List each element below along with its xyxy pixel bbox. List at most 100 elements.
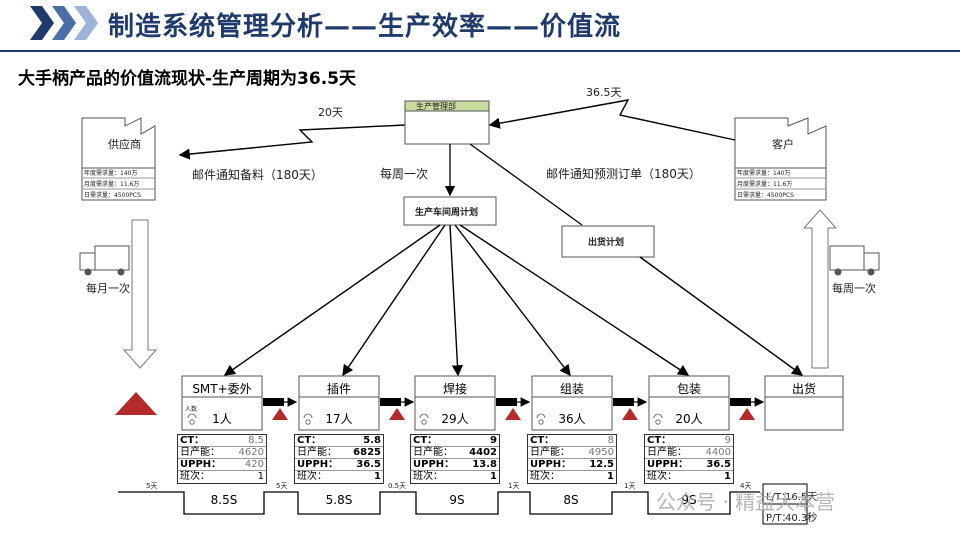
ct-label: CT： bbox=[413, 435, 438, 446]
upph-label: UPPH： bbox=[180, 459, 222, 470]
shift-label: 班次： bbox=[647, 471, 677, 482]
outbound-frequency-label: 每周一次 bbox=[832, 282, 876, 295]
shift-value: 1 bbox=[724, 471, 731, 482]
daily-value: 4400 bbox=[705, 447, 731, 458]
process-name: 包装 bbox=[676, 382, 701, 396]
upph-label: UPPH： bbox=[413, 459, 455, 470]
inbound-shipment-arrow bbox=[122, 219, 158, 369]
process-data-table: CT：5.8 日产能：6825 UPPH：36.5 班次：1 bbox=[294, 434, 384, 484]
shift-label: 班次： bbox=[413, 471, 443, 482]
push-arrows bbox=[263, 397, 765, 420]
customer-factory-icon bbox=[734, 117, 827, 201]
shift-value: 1 bbox=[607, 471, 614, 482]
ct-value: 5.8 bbox=[363, 435, 381, 446]
daily-value: 4620 bbox=[238, 447, 264, 458]
cycle-time: 5.8S bbox=[325, 493, 353, 507]
upph-value: 36.5 bbox=[356, 459, 381, 470]
supplier-name: 供应商 bbox=[108, 138, 141, 151]
inbound-frequency-label: 每月一次 bbox=[86, 282, 130, 295]
shipping-plan-label: 出货计划 bbox=[588, 238, 625, 248]
production-control-label: 生产管理部 bbox=[416, 102, 456, 111]
process-time-label: P/T： bbox=[766, 513, 792, 524]
inventory-days: 1天 bbox=[624, 482, 636, 490]
daily-value: 4402 bbox=[469, 447, 497, 458]
cycle-time: 9S bbox=[449, 493, 465, 507]
process-name: SMT+委外 bbox=[192, 382, 252, 396]
process-name: 插件 bbox=[326, 382, 351, 396]
upph-label: UPPH： bbox=[530, 459, 572, 470]
customer-email-line bbox=[488, 99, 736, 141]
upph-label: UPPH： bbox=[647, 459, 689, 470]
process-people: 1人 bbox=[212, 412, 232, 426]
inventory-days: 5天 bbox=[146, 482, 158, 490]
weekly-plan-label: 生产车间周计划 bbox=[415, 208, 479, 218]
ct-value: 9 bbox=[490, 435, 497, 446]
cycle-time: 9S bbox=[681, 493, 697, 507]
weekly-frequency-label: 每周一次 bbox=[380, 167, 429, 181]
shift-value: 1 bbox=[257, 471, 264, 482]
chevron-icon bbox=[30, 6, 54, 40]
supplier-lead-time: 20天 bbox=[318, 106, 343, 119]
supplier-email-label: 邮件通知备料（180天） bbox=[192, 168, 323, 182]
title-bar: 制造系统管理分析——生产效率——价值流 bbox=[0, 0, 960, 52]
inventory-days: 5天 bbox=[276, 482, 288, 490]
process-people: 20人 bbox=[675, 412, 703, 426]
shift-value: 1 bbox=[490, 471, 497, 482]
supplier-monthly-demand: 月度需求量：11.6万 bbox=[84, 181, 140, 188]
supplier-daily-demand: 日需求量：4500PCS bbox=[84, 192, 141, 199]
ct-label: CT： bbox=[180, 435, 205, 446]
page-title: 制造系统管理分析——生产效率——价值流 bbox=[108, 12, 622, 42]
control-to-shipping-line bbox=[469, 143, 583, 226]
process-people: 36人 bbox=[558, 412, 586, 426]
shipping-plan-box bbox=[561, 225, 655, 258]
process-data-table: CT：8 日产能：4950 UPPH：12.5 班次：1 bbox=[527, 434, 617, 484]
shipping-name: 出货 bbox=[791, 382, 816, 396]
shift-label: 班次： bbox=[297, 471, 327, 482]
ct-label: CT： bbox=[297, 435, 322, 446]
shift-label: 班次： bbox=[530, 471, 560, 482]
daily-label: 日产能： bbox=[180, 447, 220, 458]
weekly-plan-box bbox=[403, 196, 497, 226]
inbound-truck-icon bbox=[79, 245, 130, 276]
supplier-annual-demand: 年度需求量：140万 bbox=[84, 170, 138, 177]
customer-daily-demand: 日需求量：4500PCS bbox=[737, 192, 794, 199]
outbound-truck-icon bbox=[829, 245, 880, 276]
upph-value: 13.8 bbox=[472, 459, 497, 470]
upph-label: UPPH： bbox=[297, 459, 339, 470]
ct-value: 8 bbox=[607, 435, 614, 446]
inventory-days: 1天 bbox=[508, 482, 520, 490]
process-data-table: CT：9 日产能：4400 UPPH：36.5 班次：1 bbox=[644, 434, 734, 484]
chevron-icon bbox=[74, 6, 98, 40]
raw-inventory-icon bbox=[115, 392, 157, 415]
outbound-shipment-arrow bbox=[802, 209, 838, 369]
daily-label: 日产能： bbox=[413, 447, 453, 458]
inventory-days: 4天 bbox=[740, 482, 752, 490]
process-people: 29人 bbox=[441, 412, 469, 426]
ct-value: 8.5 bbox=[248, 435, 264, 446]
process-time-value: 40.3秒 bbox=[785, 513, 818, 524]
watermark: 公众号 · 精益大本营 bbox=[656, 490, 836, 514]
page-subtitle: 大手柄产品的价值流现状-生产周期为36.5天 bbox=[18, 69, 356, 89]
inventory-days: 0.5天 bbox=[388, 482, 407, 490]
supplier-factory-icon bbox=[81, 117, 156, 201]
ct-value: 9 bbox=[724, 435, 731, 446]
daily-label: 日产能： bbox=[530, 447, 570, 458]
ct-label: CT： bbox=[647, 435, 672, 446]
lead-time-label: L/T： bbox=[766, 492, 792, 503]
upph-value: 420 bbox=[244, 459, 264, 470]
shift-label: 班次： bbox=[180, 471, 210, 482]
cycle-time: 8S bbox=[563, 493, 579, 507]
customer-annual-demand: 年度需求量：140万 bbox=[737, 170, 791, 177]
process-name: 焊接 bbox=[442, 382, 467, 396]
process-data-table: CT： 9 日产能： 4402 UPPH： 13.8 班次： 1 bbox=[410, 434, 500, 484]
people-label: 人数 bbox=[185, 406, 198, 413]
customer-monthly-demand: 月度需求量：11.6万 bbox=[737, 181, 793, 188]
process-name: 组装 bbox=[559, 382, 584, 396]
customer-email-label: 邮件通知预测订单（180天） bbox=[546, 167, 701, 181]
daily-label: 日产能： bbox=[647, 447, 687, 458]
chevron-icon bbox=[52, 6, 76, 40]
shift-value: 1 bbox=[374, 471, 381, 482]
customer-name: 客户 bbox=[772, 138, 794, 151]
